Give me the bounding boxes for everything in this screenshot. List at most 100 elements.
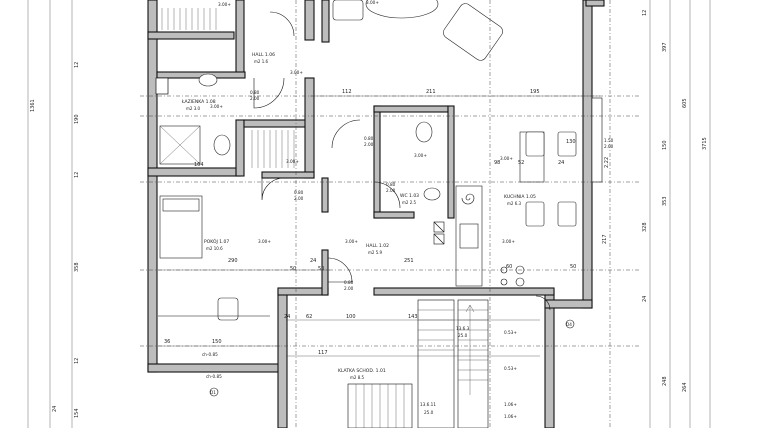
kitchen-chair-2	[557, 131, 577, 157]
door-height: 2.00	[364, 142, 374, 147]
wall-hall-bottom	[373, 287, 555, 296]
section-mark: O1	[210, 390, 216, 395]
height-marks: 3.00+ 3.00+ 3.00+ 3.00+ 3.00+ 3.00+ 3.00…	[210, 0, 515, 244]
dim-label: 50	[290, 266, 296, 272]
window-level: 1.06+	[504, 402, 517, 407]
dim-label: 217	[602, 234, 608, 244]
dim-label: 117	[318, 350, 328, 356]
dim-label: 3715	[702, 137, 708, 150]
hob-burner	[515, 277, 525, 287]
wc-sink	[423, 187, 441, 201]
window-level: 0.53+	[504, 366, 517, 371]
dim-label: 150	[212, 339, 222, 345]
dim-label: 397	[662, 42, 668, 52]
dim-label: 98	[494, 160, 500, 166]
dim-label: 1361	[30, 99, 36, 112]
room-area-hall-102: m2 5.9	[368, 250, 383, 255]
wall-right-bottom	[544, 299, 593, 309]
dim-label: 12	[74, 358, 80, 364]
staircase	[347, 299, 489, 428]
sofa-end	[332, 0, 364, 21]
room-area-klatka: m2 8.5	[350, 375, 365, 380]
dim-label: 190	[74, 114, 80, 124]
wall-wc-bottom	[373, 211, 415, 219]
wc-toilet	[415, 121, 433, 143]
wall-pokoj-right	[321, 249, 329, 296]
dim-label: 12	[642, 10, 648, 16]
window-level: 1.06+	[504, 414, 517, 419]
height-mark: 3.00+	[218, 2, 231, 7]
armchair	[443, 3, 503, 61]
height-mark: 3.00+	[345, 239, 358, 244]
door-marks: 0.80 2.00 0.80 2.00 0.80 2.00 0.80 2.00 …	[250, 90, 396, 291]
sill-mark: ch-0.85	[202, 352, 218, 357]
window-width: 1.50	[604, 138, 614, 143]
wall-right-outer	[582, 0, 593, 309]
sill-mark: ch-0.85	[206, 374, 222, 379]
dim-label: 358	[74, 262, 80, 272]
stair-marks: 13.6.3 25.0 13.6.11 25.0	[420, 326, 470, 415]
door-height: 2.00	[344, 286, 354, 291]
window-level: 0.53+	[504, 330, 517, 335]
dim-label: 164	[194, 162, 204, 168]
room-name-kuchnia: KUCHNIA 1.05	[504, 194, 536, 200]
wall-bath-bottom	[147, 167, 241, 177]
wall-stair-right	[544, 289, 555, 428]
dim-label: 290	[228, 258, 238, 264]
kitchen-sink	[459, 223, 479, 249]
wall-stair-left	[277, 289, 288, 428]
dim-label: 52	[518, 160, 524, 166]
height-mark: 3.00+	[210, 104, 223, 109]
washer	[155, 77, 169, 95]
door-height: 2.00	[250, 96, 260, 101]
door-height: 2.00	[294, 196, 304, 201]
stair-mark: 25.0	[424, 410, 434, 415]
kitchen-chair-4	[557, 201, 577, 227]
wall-wc-left	[373, 105, 381, 219]
section-mark: O4	[566, 322, 572, 327]
vertical-dimensions-left: 12 190 12 358 12 154 24 1361	[30, 62, 80, 418]
dim-label: 605	[682, 98, 688, 108]
kitchen-chair-3	[525, 201, 545, 227]
wall-living-left	[321, 0, 330, 43]
wall-hall106-right	[304, 77, 315, 179]
furniture	[155, 0, 577, 321]
height-mark: 3.00+	[290, 70, 303, 75]
wall-bath-right	[235, 119, 245, 177]
door-width: 0.80	[294, 190, 304, 195]
horizontal-dimensions: 112 211 195 164 290 50 150 36 117 100 14…	[164, 89, 576, 356]
door-width: 0.80	[386, 182, 396, 187]
dim-label: 112	[342, 89, 352, 95]
dim-label: 50	[570, 264, 576, 270]
wall-bath-right-top	[235, 0, 245, 76]
dim-label: 264	[682, 382, 688, 392]
dim-label: 36	[164, 339, 170, 345]
wall-top-right	[585, 0, 605, 7]
room-area-kuchnia: m2 6.3	[507, 201, 522, 206]
wall-pokoj-bottom	[277, 287, 329, 296]
door-width: 0.80	[250, 90, 260, 95]
wall-left-outer	[147, 0, 158, 373]
height-mark: 3.00+	[258, 239, 271, 244]
door-height: 2.00	[386, 188, 396, 193]
room-name-wc: WC 1.03	[400, 193, 419, 199]
room-name-hall-106: HALL 1.06	[252, 52, 275, 58]
dimension-lines	[27, 0, 711, 428]
stair-mark: 13.6.3	[456, 326, 470, 331]
height-mark: 3.00+	[366, 0, 379, 5]
dim-label: 353	[662, 196, 668, 206]
hob-burner	[500, 278, 508, 286]
wall-wc-right	[447, 105, 455, 219]
height-mark: 3.00+	[286, 159, 299, 164]
dim-label: 62	[306, 314, 312, 320]
dim-label: 24	[310, 258, 316, 264]
dim-label: 24	[642, 296, 648, 302]
door-width: 0.80	[364, 136, 374, 141]
dim-label: 251	[404, 258, 414, 264]
room-name-hall-102: HALL 1.02	[366, 243, 389, 249]
wall-bottom-left	[147, 363, 284, 373]
toilet-bath	[213, 134, 231, 156]
bed-pillow	[162, 198, 200, 212]
dim-label: 24	[52, 406, 58, 412]
